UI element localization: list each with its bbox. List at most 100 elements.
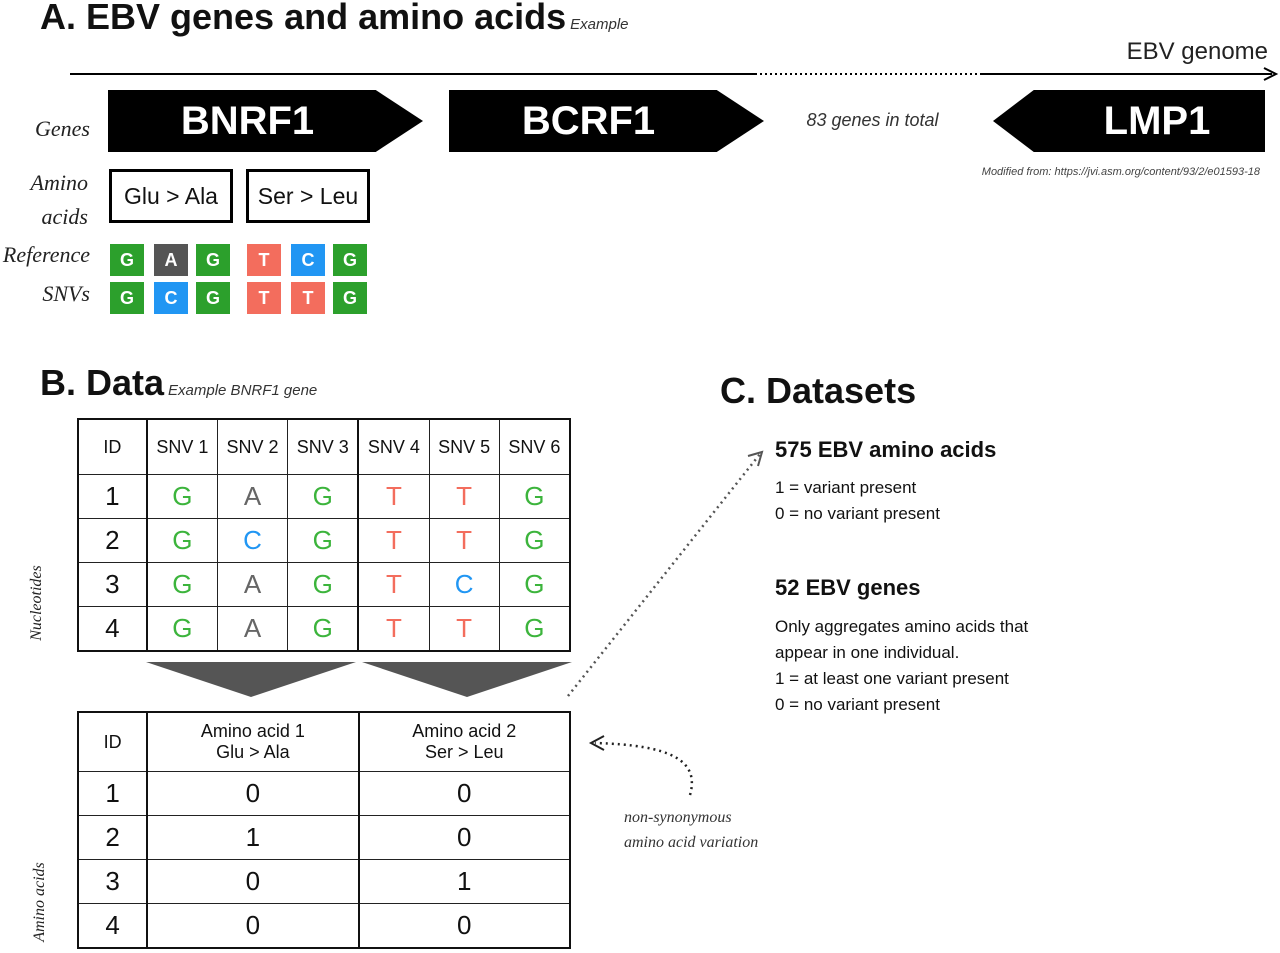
nucleotide-cell: G — [498, 518, 571, 563]
nucleotide-tile: C — [291, 244, 325, 276]
label-nucleotides: Nucleotides — [28, 565, 45, 641]
header-id: ID — [77, 711, 148, 772]
amino-change-1: Glu > Ala — [109, 169, 233, 223]
nucleotide-cell: T — [357, 562, 430, 607]
gene-bnrf1: BNRF1 — [108, 90, 423, 152]
nucleotide-tile: G — [333, 282, 367, 314]
nucleotide-cell: C — [216, 518, 289, 563]
amino-change-2: Ser > Leu — [246, 169, 370, 223]
gene-total-note: 83 genes in total — [806, 110, 939, 130]
nucleotide-cell: T — [357, 606, 430, 652]
source-note: Modified from: https://jvi.asm.org/conte… — [981, 166, 1260, 178]
genome-label: EBV genome — [1126, 38, 1268, 65]
section-b-subtitle: Example BNRF1 gene — [168, 382, 318, 399]
variant-cell: 0 — [146, 771, 360, 816]
nucleotide-cell: G — [287, 562, 359, 607]
funnel-arrows — [146, 662, 572, 697]
label-amino-acids: Amino acids — [31, 862, 48, 942]
row-label-snvs: SNVs — [42, 281, 90, 306]
nucleotide-tile: G — [110, 282, 144, 314]
variant-cell: 0 — [357, 903, 571, 949]
nucleotide-tile: G — [196, 244, 230, 276]
row-id: 1 — [77, 771, 148, 816]
row-id: 2 — [77, 815, 148, 860]
nucleotide-cell: T — [428, 518, 500, 563]
nucleotide-cell: G — [287, 518, 359, 563]
header-snv: SNV 4 — [357, 418, 430, 475]
dataset-genes-title: 52 EBV genes — [775, 575, 921, 600]
nucleotide-cell: G — [145, 518, 218, 563]
nucleotide-cell: T — [428, 474, 500, 519]
section-c-title: C. Datasets — [720, 370, 917, 411]
nucleotide-tile: T — [247, 282, 281, 314]
gene-lmp1: LMP1 — [993, 90, 1265, 152]
nucleotide-tile: C — [154, 282, 188, 314]
nucleotide-cell: A — [216, 474, 289, 519]
nucleotide-tile: T — [291, 282, 325, 314]
header-snv: SNV 5 — [428, 418, 500, 475]
nucleotide-cell: G — [498, 474, 571, 519]
nucleotide-cell: A — [216, 606, 289, 652]
nucleotide-tile: A — [154, 244, 188, 276]
nucleotide-cell: G — [498, 562, 571, 607]
row-label-genes: Genes — [35, 116, 90, 141]
variant-cell: 0 — [357, 771, 571, 816]
variant-cell: 0 — [357, 815, 571, 860]
nucleotide-cell: A — [216, 562, 289, 607]
dataset-amino-acids-title: 575 EBV amino acids — [775, 437, 997, 462]
genome-axis — [70, 67, 1279, 81]
nucleotide-cell: G — [287, 606, 359, 652]
nucleotide-tile: G — [110, 244, 144, 276]
nucleotide-tile: G — [333, 244, 367, 276]
header-snv: SNV 2 — [216, 418, 289, 475]
row-id: 2 — [77, 518, 148, 563]
nucleotide-cell: G — [145, 474, 218, 519]
nucleotide-tile: G — [196, 282, 230, 314]
nucleotide-cell: G — [498, 606, 571, 652]
nucleotide-cell: C — [428, 562, 500, 607]
section-a-subtitle: Example — [570, 16, 629, 33]
row-label-reference: Reference — [2, 242, 90, 267]
variant-cell: 1 — [146, 815, 360, 860]
nucleotide-tile: T — [247, 244, 281, 276]
header-snv: SNV 3 — [287, 418, 359, 475]
variant-cell: 0 — [146, 903, 360, 949]
nucleotide-cell: T — [357, 474, 430, 519]
header-snv: SNV 1 — [145, 418, 218, 475]
gene-bcrf1: BCRF1 — [449, 90, 764, 152]
row-id: 4 — [77, 903, 148, 949]
nucleotide-cell: G — [145, 606, 218, 652]
nucleotide-cell: G — [287, 474, 359, 519]
row-id: 1 — [77, 474, 148, 519]
row-id: 3 — [77, 859, 148, 904]
header-id: ID — [77, 418, 148, 475]
variant-cell: 0 — [146, 859, 360, 904]
variant-cell: 1 — [357, 859, 571, 904]
nucleotide-cell: T — [357, 518, 430, 563]
header-snv: SNV 6 — [498, 418, 571, 475]
row-id: 4 — [77, 606, 148, 652]
row-id: 3 — [77, 562, 148, 607]
nucleotide-cell: G — [145, 562, 218, 607]
connector-arrows — [567, 450, 764, 796]
nucleotide-cell: T — [428, 606, 500, 652]
